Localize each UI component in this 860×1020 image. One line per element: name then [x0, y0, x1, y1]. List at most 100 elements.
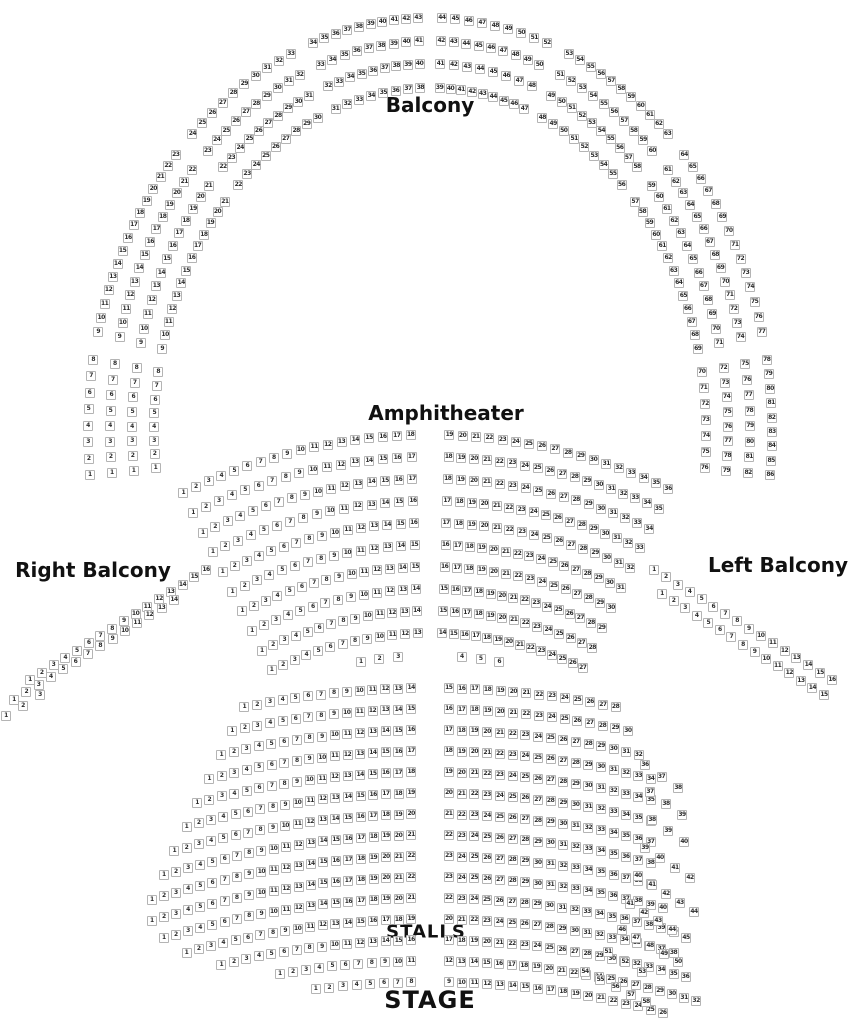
seat[interactable]: 6: [494, 657, 505, 668]
seat[interactable]: 65: [678, 290, 689, 301]
seat[interactable]: 33: [570, 883, 581, 894]
seat[interactable]: 29: [532, 899, 543, 910]
seat[interactable]: 12: [482, 978, 493, 989]
seat[interactable]: 61: [661, 203, 672, 214]
seat[interactable]: 55: [598, 98, 609, 109]
seat[interactable]: 11: [326, 483, 337, 494]
seat[interactable]: 8: [231, 893, 242, 903]
seat[interactable]: 12: [281, 883, 292, 894]
seat[interactable]: 29: [593, 573, 604, 584]
seat[interactable]: 24: [482, 810, 493, 821]
seat[interactable]: 29: [582, 475, 593, 486]
seat[interactable]: 46: [617, 925, 627, 935]
seat[interactable]: 2: [287, 966, 298, 977]
seat[interactable]: 29: [575, 451, 586, 461]
seat[interactable]: 6: [340, 960, 351, 970]
seat[interactable]: 23: [202, 145, 213, 156]
seat[interactable]: 13: [412, 628, 423, 639]
seat[interactable]: 27: [263, 118, 274, 128]
seat[interactable]: 37: [633, 854, 644, 865]
seat[interactable]: 13: [317, 815, 328, 826]
seat[interactable]: 8: [333, 594, 344, 605]
seat[interactable]: 10: [280, 820, 291, 831]
seat[interactable]: 22: [456, 809, 467, 820]
seat[interactable]: 15: [520, 982, 531, 992]
seat[interactable]: 27: [630, 979, 641, 990]
seat[interactable]: 32: [583, 823, 594, 834]
seat[interactable]: 10: [362, 611, 373, 622]
seat[interactable]: 13: [399, 606, 410, 617]
seat[interactable]: 22: [406, 851, 417, 862]
seat[interactable]: 26: [520, 793, 531, 804]
seat[interactable]: 27: [494, 874, 505, 885]
seat[interactable]: 4: [216, 470, 227, 481]
seat[interactable]: 23: [443, 851, 454, 862]
seat[interactable]: 1: [266, 665, 277, 676]
seat[interactable]: 9: [329, 550, 340, 561]
seat[interactable]: 27: [566, 539, 577, 550]
seat[interactable]: 31: [570, 820, 581, 831]
seat[interactable]: 9: [256, 908, 267, 919]
seat[interactable]: 56: [609, 107, 620, 118]
seat[interactable]: 18: [368, 831, 379, 842]
seat[interactable]: 15: [409, 540, 420, 551]
seat[interactable]: 18: [405, 430, 416, 441]
seat[interactable]: 28: [273, 110, 283, 121]
seat[interactable]: 7: [326, 619, 337, 630]
seat[interactable]: 51: [603, 947, 613, 957]
seat[interactable]: 70: [720, 276, 731, 287]
seat[interactable]: 6: [253, 480, 264, 491]
seat[interactable]: 22: [482, 768, 493, 779]
seat[interactable]: 15: [364, 433, 375, 444]
seat[interactable]: 32: [323, 81, 334, 92]
seat[interactable]: 33: [630, 493, 641, 504]
seat[interactable]: 1: [181, 821, 192, 832]
seat[interactable]: 16: [450, 606, 460, 617]
seat[interactable]: 7: [267, 476, 277, 487]
seat[interactable]: 8: [304, 943, 315, 954]
seat[interactable]: 4: [226, 490, 237, 501]
seat[interactable]: 24: [187, 129, 198, 140]
seat[interactable]: 65: [692, 211, 703, 222]
seat[interactable]: 4: [206, 836, 216, 847]
seat[interactable]: 17: [443, 725, 454, 736]
seat[interactable]: 17: [406, 746, 417, 757]
seat[interactable]: 3: [193, 839, 204, 850]
seat[interactable]: 17: [452, 562, 462, 573]
seat[interactable]: 13: [151, 281, 162, 292]
seat[interactable]: 36: [390, 85, 401, 96]
seat[interactable]: 45: [450, 14, 461, 25]
seat[interactable]: 78: [761, 355, 772, 366]
seat[interactable]: 69: [715, 263, 726, 274]
seat[interactable]: 25: [520, 772, 531, 783]
seat[interactable]: 14: [169, 595, 179, 605]
seat[interactable]: 7: [231, 851, 242, 861]
seat[interactable]: 27: [545, 775, 556, 786]
seat[interactable]: 9: [244, 890, 254, 901]
seat[interactable]: 30: [608, 743, 619, 754]
seat[interactable]: 30: [544, 901, 555, 911]
seat[interactable]: 27: [532, 920, 543, 931]
seat[interactable]: 2: [190, 482, 201, 493]
seat[interactable]: 19: [444, 430, 455, 441]
seat[interactable]: 40: [377, 17, 388, 27]
seat[interactable]: 9: [118, 616, 129, 627]
seat[interactable]: 28: [576, 520, 587, 531]
seat[interactable]: 26: [560, 584, 571, 595]
seat[interactable]: 20: [544, 963, 554, 974]
seat[interactable]: 44: [436, 13, 447, 24]
seat[interactable]: 2: [18, 700, 28, 711]
seat[interactable]: 31: [679, 992, 690, 1003]
seat[interactable]: 24: [520, 483, 531, 493]
seat[interactable]: 66: [698, 224, 709, 235]
seat[interactable]: 5: [230, 809, 241, 820]
seat[interactable]: 29: [595, 597, 605, 608]
seat[interactable]: 38: [376, 40, 387, 51]
seat[interactable]: 19: [469, 936, 480, 947]
seat[interactable]: 7: [726, 632, 737, 643]
seat[interactable]: 34: [644, 523, 655, 534]
seat[interactable]: 7: [320, 597, 331, 608]
seat[interactable]: 42: [401, 14, 412, 24]
seat[interactable]: 1: [355, 657, 366, 668]
seat[interactable]: 6: [266, 760, 277, 771]
